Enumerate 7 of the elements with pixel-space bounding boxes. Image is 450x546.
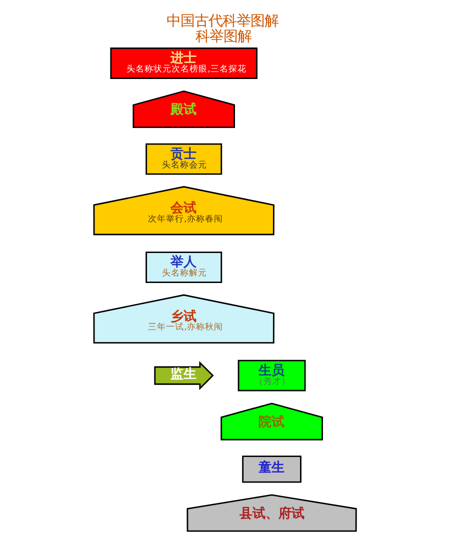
node-box: 进士 头名称状元次名榜眼,三名探花: [110, 48, 258, 80]
diagram-title: 中国古代科举图解: [166, 13, 279, 30]
node-box: 举人 头名称解元: [146, 252, 222, 284]
node-box: 贡士 头名称会元: [146, 143, 222, 175]
node-box: 生员 （秀才）: [238, 360, 306, 392]
node-box: 童生: [242, 456, 302, 483]
caption: 科举图解: [196, 29, 252, 46]
